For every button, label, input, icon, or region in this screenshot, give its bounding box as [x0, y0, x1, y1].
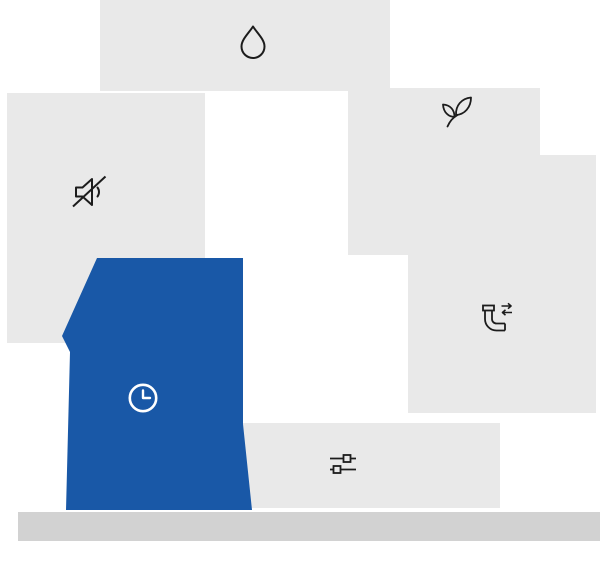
- hose-connection-icon: [482, 302, 512, 332]
- timer-banner: [62, 258, 252, 510]
- sliders-icon: [330, 454, 356, 474]
- bottom-bar: [18, 512, 600, 541]
- settings-tile: [210, 423, 500, 508]
- clock-icon: [128, 383, 158, 413]
- water-tile: [100, 0, 390, 91]
- speaker-muted-icon: [72, 175, 107, 208]
- eco-leaves-icon: [442, 96, 472, 128]
- connection-tile: [408, 155, 596, 413]
- water-drop-icon: [240, 25, 266, 59]
